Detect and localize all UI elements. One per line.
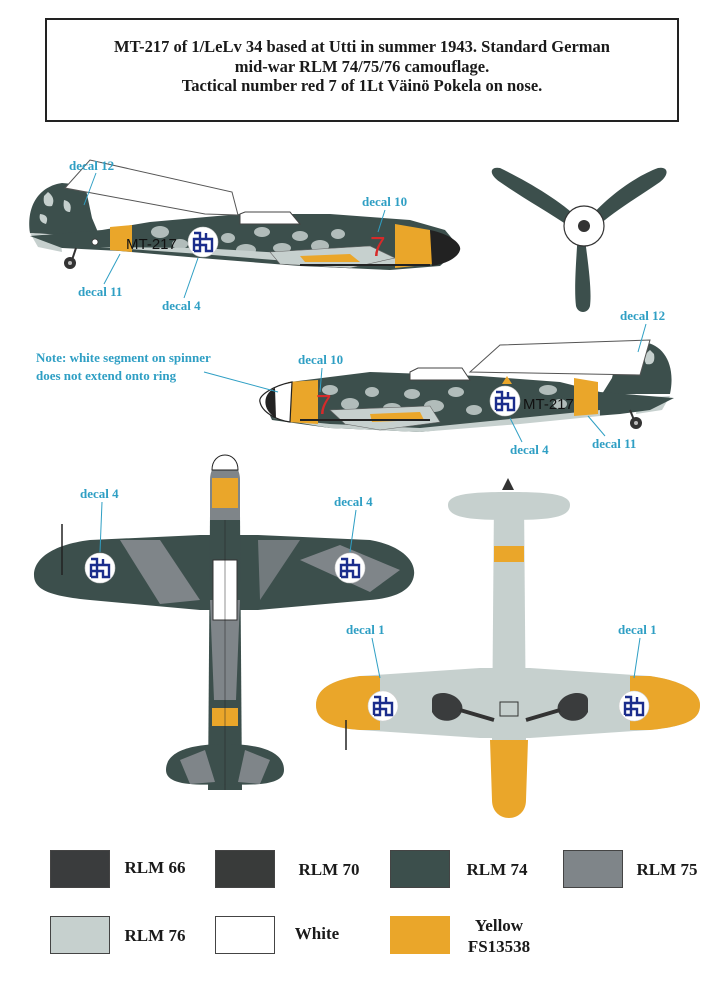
roundel-top-fuselage: [186, 225, 220, 259]
roundel-lower-left-wing: [366, 689, 400, 723]
side-profile-starboard: 7 MT-217: [29, 159, 461, 270]
swatch-rlm76: [50, 916, 110, 954]
callout-decal12-top: decal 12: [69, 158, 114, 173]
callout-decal12-mid: decal 12: [620, 308, 665, 323]
callout-decal10-top: decal 10: [362, 194, 407, 209]
label-rlm66: RLM 66: [124, 858, 186, 877]
note-line-2: does not extend onto ring: [36, 368, 177, 383]
note-line-1: Note: white segment on spinner: [36, 350, 211, 365]
label-rlm75: RLM 75: [636, 860, 698, 879]
label-yellow-fs: FS13538: [467, 937, 531, 956]
callout-decal1-left: decal 1: [346, 622, 385, 637]
callout-decal10-mid: decal 10: [298, 352, 343, 367]
callout-decal4-mid: decal 4: [510, 442, 549, 457]
swatch-yellow: [390, 916, 450, 954]
callout-decal4-plan-right: decal 4: [334, 494, 373, 509]
callout-decal11-mid: decal 11: [592, 436, 636, 451]
swatch-white: [215, 916, 275, 954]
propeller: [491, 167, 667, 312]
tactical-number-mid: 7: [316, 389, 332, 420]
title-box: MT-217 of 1/LeLv 34 based at Utti in sum…: [45, 18, 679, 122]
label-rlm76: RLM 76: [124, 926, 186, 945]
callout-decal1-right: decal 1: [618, 622, 657, 637]
callout-decal11-top: decal 11: [78, 284, 122, 299]
plan-view-upper: [34, 454, 415, 790]
label-yellow: Yellow: [474, 916, 524, 935]
label-rlm74: RLM 74: [466, 860, 528, 879]
swatch-rlm66: [50, 850, 110, 888]
roundel-upper-right-wing: [333, 551, 367, 585]
plan-view-lower: [316, 478, 700, 818]
swatch-rlm75: [563, 850, 623, 888]
side-profile-port: 7 MT-217: [259, 339, 674, 432]
callout-decal4-top: decal 4: [162, 298, 201, 313]
swatch-rlm74: [390, 850, 450, 888]
serial-mid: MT-217: [523, 396, 574, 413]
tactical-number-top: 7: [370, 231, 386, 262]
roundel-lower-right-wing: [617, 689, 651, 723]
title-line-2: mid-war RLM 74/75/76 camouflage.: [234, 56, 490, 76]
swatch-rlm70: [215, 850, 275, 888]
serial-top: MT-217: [126, 236, 177, 253]
title-line-3: Tactical number red 7 of 1Lt Väinö Pokel…: [181, 76, 543, 95]
roundel-upper-left-wing: [83, 551, 117, 585]
label-white: White: [294, 924, 340, 943]
label-rlm70: RLM 70: [298, 860, 360, 879]
roundel-mid-fuselage: [488, 384, 522, 418]
title-line-1: MT-217 of 1/LeLv 34 based at Utti in sum…: [114, 37, 610, 56]
callout-decal4-plan-left: decal 4: [80, 486, 119, 501]
